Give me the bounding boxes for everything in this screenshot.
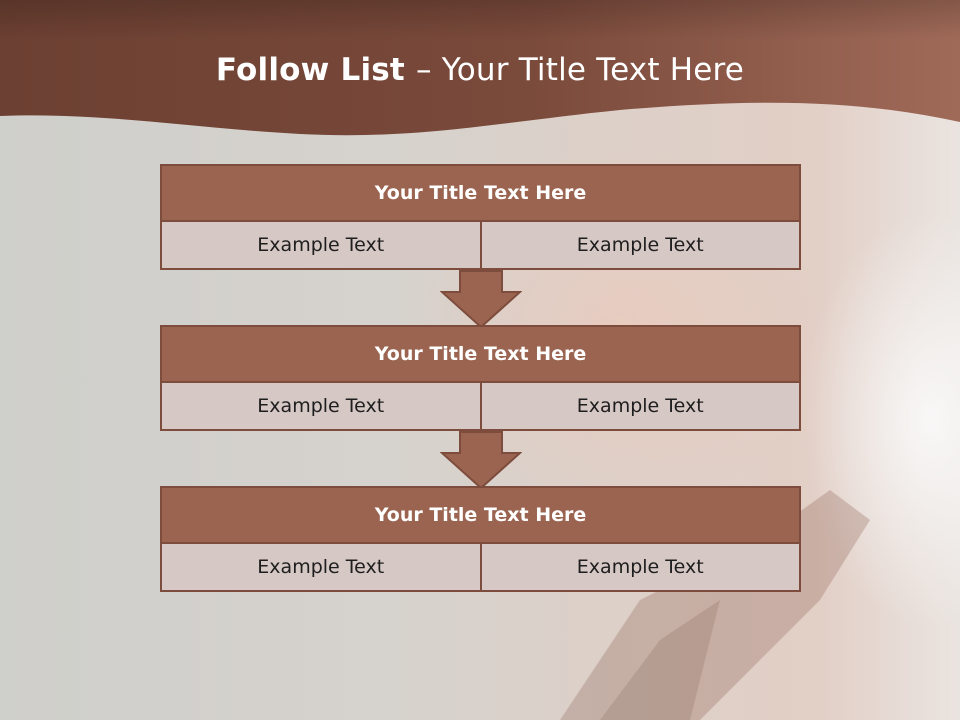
step-cell-left: Example Text xyxy=(162,383,480,429)
slide-title: Follow List – Your Title Text Here xyxy=(0,52,960,88)
slide-title-bold: Follow List xyxy=(215,52,416,88)
step-title: Your Title Text Here xyxy=(162,166,799,222)
step-cell-right: Example Text xyxy=(479,222,799,268)
step-row: Example Text Example Text xyxy=(162,222,799,268)
step-cell-right: Example Text xyxy=(479,544,799,590)
chocolate-highlight xyxy=(600,600,720,720)
step-cell-left: Example Text xyxy=(162,222,480,268)
step-box-2: Your Title Text Here Example Text Exampl… xyxy=(160,325,801,431)
down-arrow-icon xyxy=(440,431,522,490)
down-arrow-icon xyxy=(440,270,522,329)
step-box-1: Your Title Text Here Example Text Exampl… xyxy=(160,164,801,270)
step-row: Example Text Example Text xyxy=(162,544,799,590)
slide-title-rest: – Your Title Text Here xyxy=(415,52,745,88)
step-row: Example Text Example Text xyxy=(162,383,799,429)
step-cell-right: Example Text xyxy=(479,383,799,429)
step-title: Your Title Text Here xyxy=(162,327,799,383)
step-box-3: Your Title Text Here Example Text Exampl… xyxy=(160,486,801,592)
step-cell-left: Example Text xyxy=(162,544,480,590)
step-title: Your Title Text Here xyxy=(162,488,799,544)
